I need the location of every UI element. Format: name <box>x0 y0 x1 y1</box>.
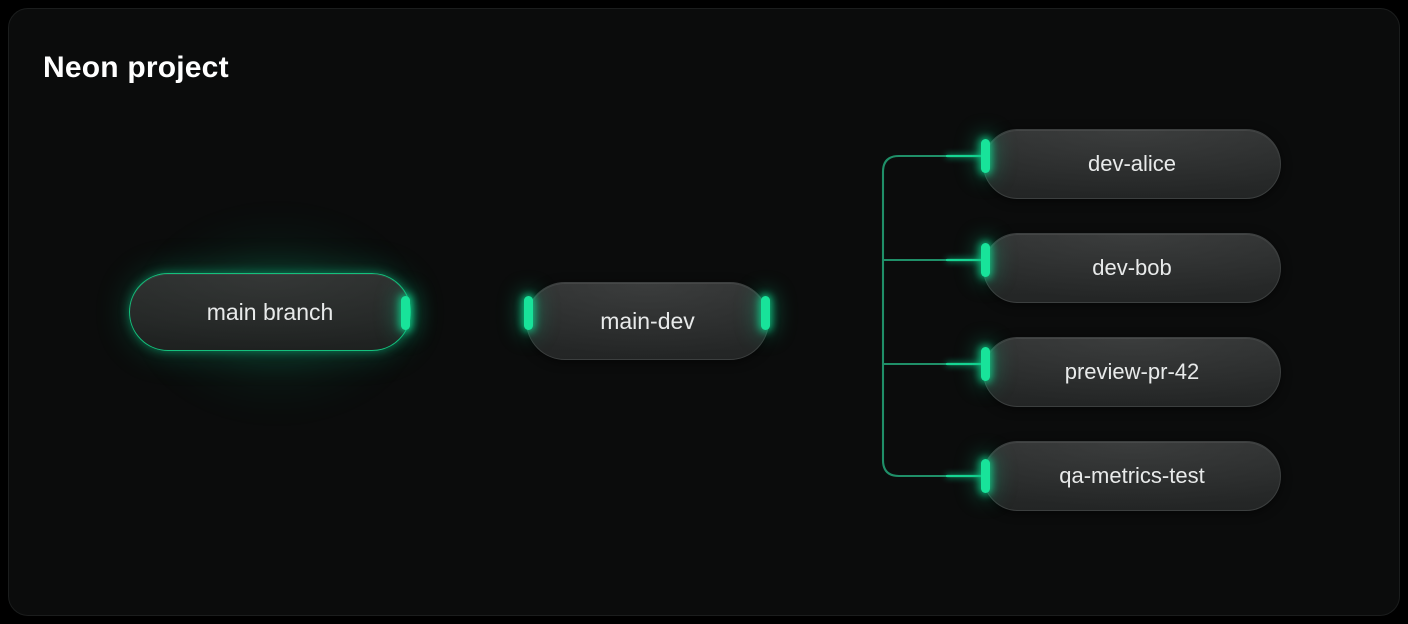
branch-node-dev-bob[interactable]: dev-bob <box>983 233 1281 303</box>
branch-node-dev-alice[interactable]: dev-alice <box>983 129 1281 199</box>
branch-node-preview-pr-42[interactable]: preview-pr-42 <box>983 337 1281 407</box>
project-card: Neon project <box>8 8 1400 616</box>
page-title: Neon project <box>43 51 229 84</box>
branch-node-main-branch[interactable]: main branch <box>129 273 411 351</box>
branch-node-qa-metrics-test[interactable]: qa-metrics-test <box>983 441 1281 511</box>
branch-node-main-dev[interactable]: main-dev <box>526 282 769 360</box>
